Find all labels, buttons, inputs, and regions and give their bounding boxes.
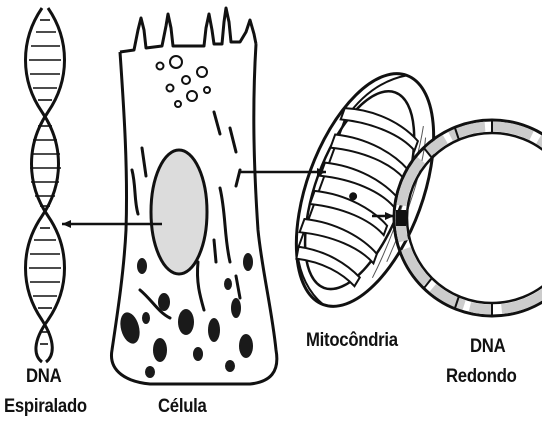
spiral-dna (26, 8, 65, 362)
label-dna-spiral-2: Espiralado (4, 396, 87, 418)
label-mitochondria: Mitocôndria (306, 330, 398, 352)
label-dna-spiral-1: DNA (26, 366, 61, 388)
cell (111, 8, 276, 384)
label-dna-round-2: Redondo (446, 366, 517, 388)
label-cell: Célula (158, 396, 207, 418)
cell-nucleus (151, 150, 207, 274)
label-dna-round-1: DNA (470, 336, 505, 358)
mitochondrion (269, 56, 461, 325)
